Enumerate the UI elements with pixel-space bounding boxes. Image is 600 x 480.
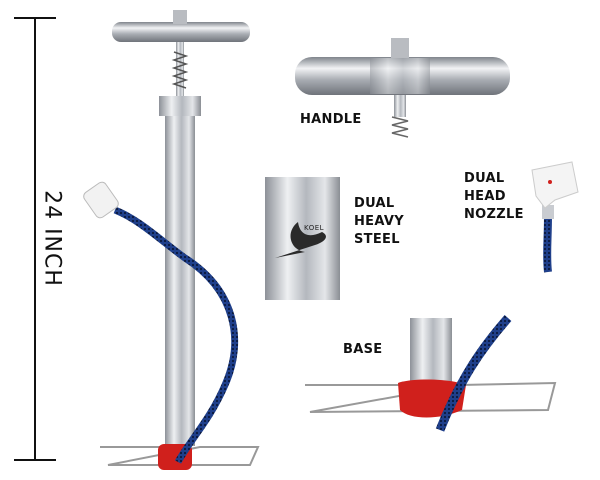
koel-logo: KOEL <box>304 224 325 232</box>
nozzle-label-line: NOZZLE <box>464 207 524 222</box>
nozzle-label-line: DUAL <box>464 171 505 186</box>
nozzle-detail <box>531 161 579 273</box>
base-label: BASE <box>343 342 383 357</box>
dimension-label: 24 INCH <box>39 190 65 287</box>
dimension-line <box>14 17 56 461</box>
base-detail <box>305 315 557 432</box>
steel-detail <box>265 177 340 300</box>
steel-label: DUAL HEAVY STEEL <box>354 195 404 249</box>
steel-label-line: STEEL <box>354 232 400 247</box>
steel-label-line: HEAVY <box>354 214 404 229</box>
pump-main <box>83 10 260 470</box>
handle-label: HANDLE <box>300 112 362 127</box>
nozzle-label-line: HEAD <box>464 189 506 204</box>
steel-label-line: DUAL <box>354 196 395 211</box>
nozzle-label: DUAL HEAD NOZZLE <box>464 170 524 224</box>
handle-detail <box>295 38 510 138</box>
